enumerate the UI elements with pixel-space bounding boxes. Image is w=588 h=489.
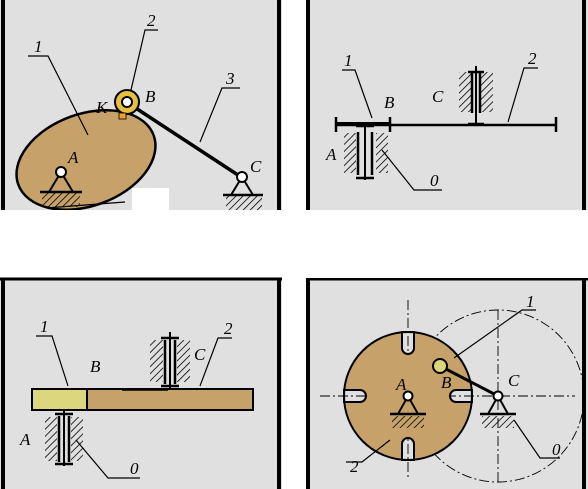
crank-circle	[411, 309, 585, 483]
ground-hatch-c	[482, 416, 514, 428]
link-2-slider	[86, 388, 254, 411]
bearing-c-hatch-right	[481, 72, 493, 112]
bearing-a-hatch-left	[45, 417, 57, 461]
label-b: B	[441, 373, 452, 392]
label-c: C	[194, 345, 206, 364]
label-1: 1	[40, 317, 49, 336]
link-1-block	[31, 388, 88, 411]
leader-0	[381, 149, 442, 191]
leader-3	[199, 87, 240, 143]
joint-a	[402, 390, 414, 402]
leader-1	[28, 55, 89, 136]
panel-background	[306, 0, 588, 210]
ground-hatch-a	[392, 416, 424, 428]
label-2: 2	[224, 319, 233, 338]
joint-a	[55, 166, 67, 178]
leader-0	[513, 419, 560, 459]
leader-1	[36, 335, 69, 387]
panel-slider: 1 2 B C A 0	[0, 277, 282, 489]
label-c: C	[508, 371, 520, 390]
label-a: A	[325, 145, 337, 164]
ground-hatch-c	[226, 196, 262, 210]
leader-1	[342, 69, 373, 119]
label-0: 0	[552, 440, 561, 459]
label-c: C	[250, 157, 262, 176]
contact-k	[118, 112, 127, 120]
notch	[132, 188, 169, 210]
label-0: 0	[430, 171, 439, 190]
link-3-rod	[127, 101, 242, 179]
bearing-a-hatch-right	[71, 417, 83, 461]
label-k: K	[95, 98, 109, 117]
bearing-c-hatch-left	[150, 340, 163, 382]
label-2: 2	[350, 457, 359, 476]
ground-hatch-a	[42, 193, 80, 207]
label-3: 3	[225, 69, 235, 88]
label-a: A	[67, 148, 79, 167]
label-b: B	[90, 357, 101, 376]
crank-link	[439, 364, 499, 398]
bearing-a-hatch-right	[376, 133, 388, 173]
joint-b	[121, 96, 133, 108]
joint-c	[492, 390, 504, 402]
leader-0	[75, 439, 140, 479]
label-2: 2	[147, 11, 156, 30]
bearing-a-hatch-left	[344, 133, 356, 173]
leader-2	[346, 439, 391, 463]
label-b: B	[145, 87, 156, 106]
panel-background	[0, 278, 282, 489]
bearing-c-hatch-right	[177, 340, 190, 382]
label-a: A	[19, 430, 31, 449]
bearing-c-hatch-left	[459, 72, 471, 112]
leader-2	[130, 29, 158, 91]
leader-2	[199, 337, 232, 387]
leader-1	[453, 309, 536, 359]
label-2: 2	[528, 49, 537, 68]
label-1: 1	[34, 37, 43, 56]
label-1: 1	[344, 51, 353, 70]
crank-pin-b	[432, 358, 448, 374]
label-b: B	[384, 93, 395, 112]
panel-cam: 1 2 3 A B C K	[0, 0, 282, 210]
label-0: 0	[130, 459, 139, 478]
panel-lever: 1 2 B C A 0	[306, 0, 588, 210]
leader-line	[45, 201, 126, 209]
panel-geneva: 1 2 A B C 0	[306, 278, 588, 489]
label-c: C	[432, 87, 444, 106]
label-a: A	[395, 375, 407, 394]
joint-c	[236, 171, 248, 183]
leader-2	[507, 67, 538, 123]
label-1: 1	[526, 292, 535, 311]
